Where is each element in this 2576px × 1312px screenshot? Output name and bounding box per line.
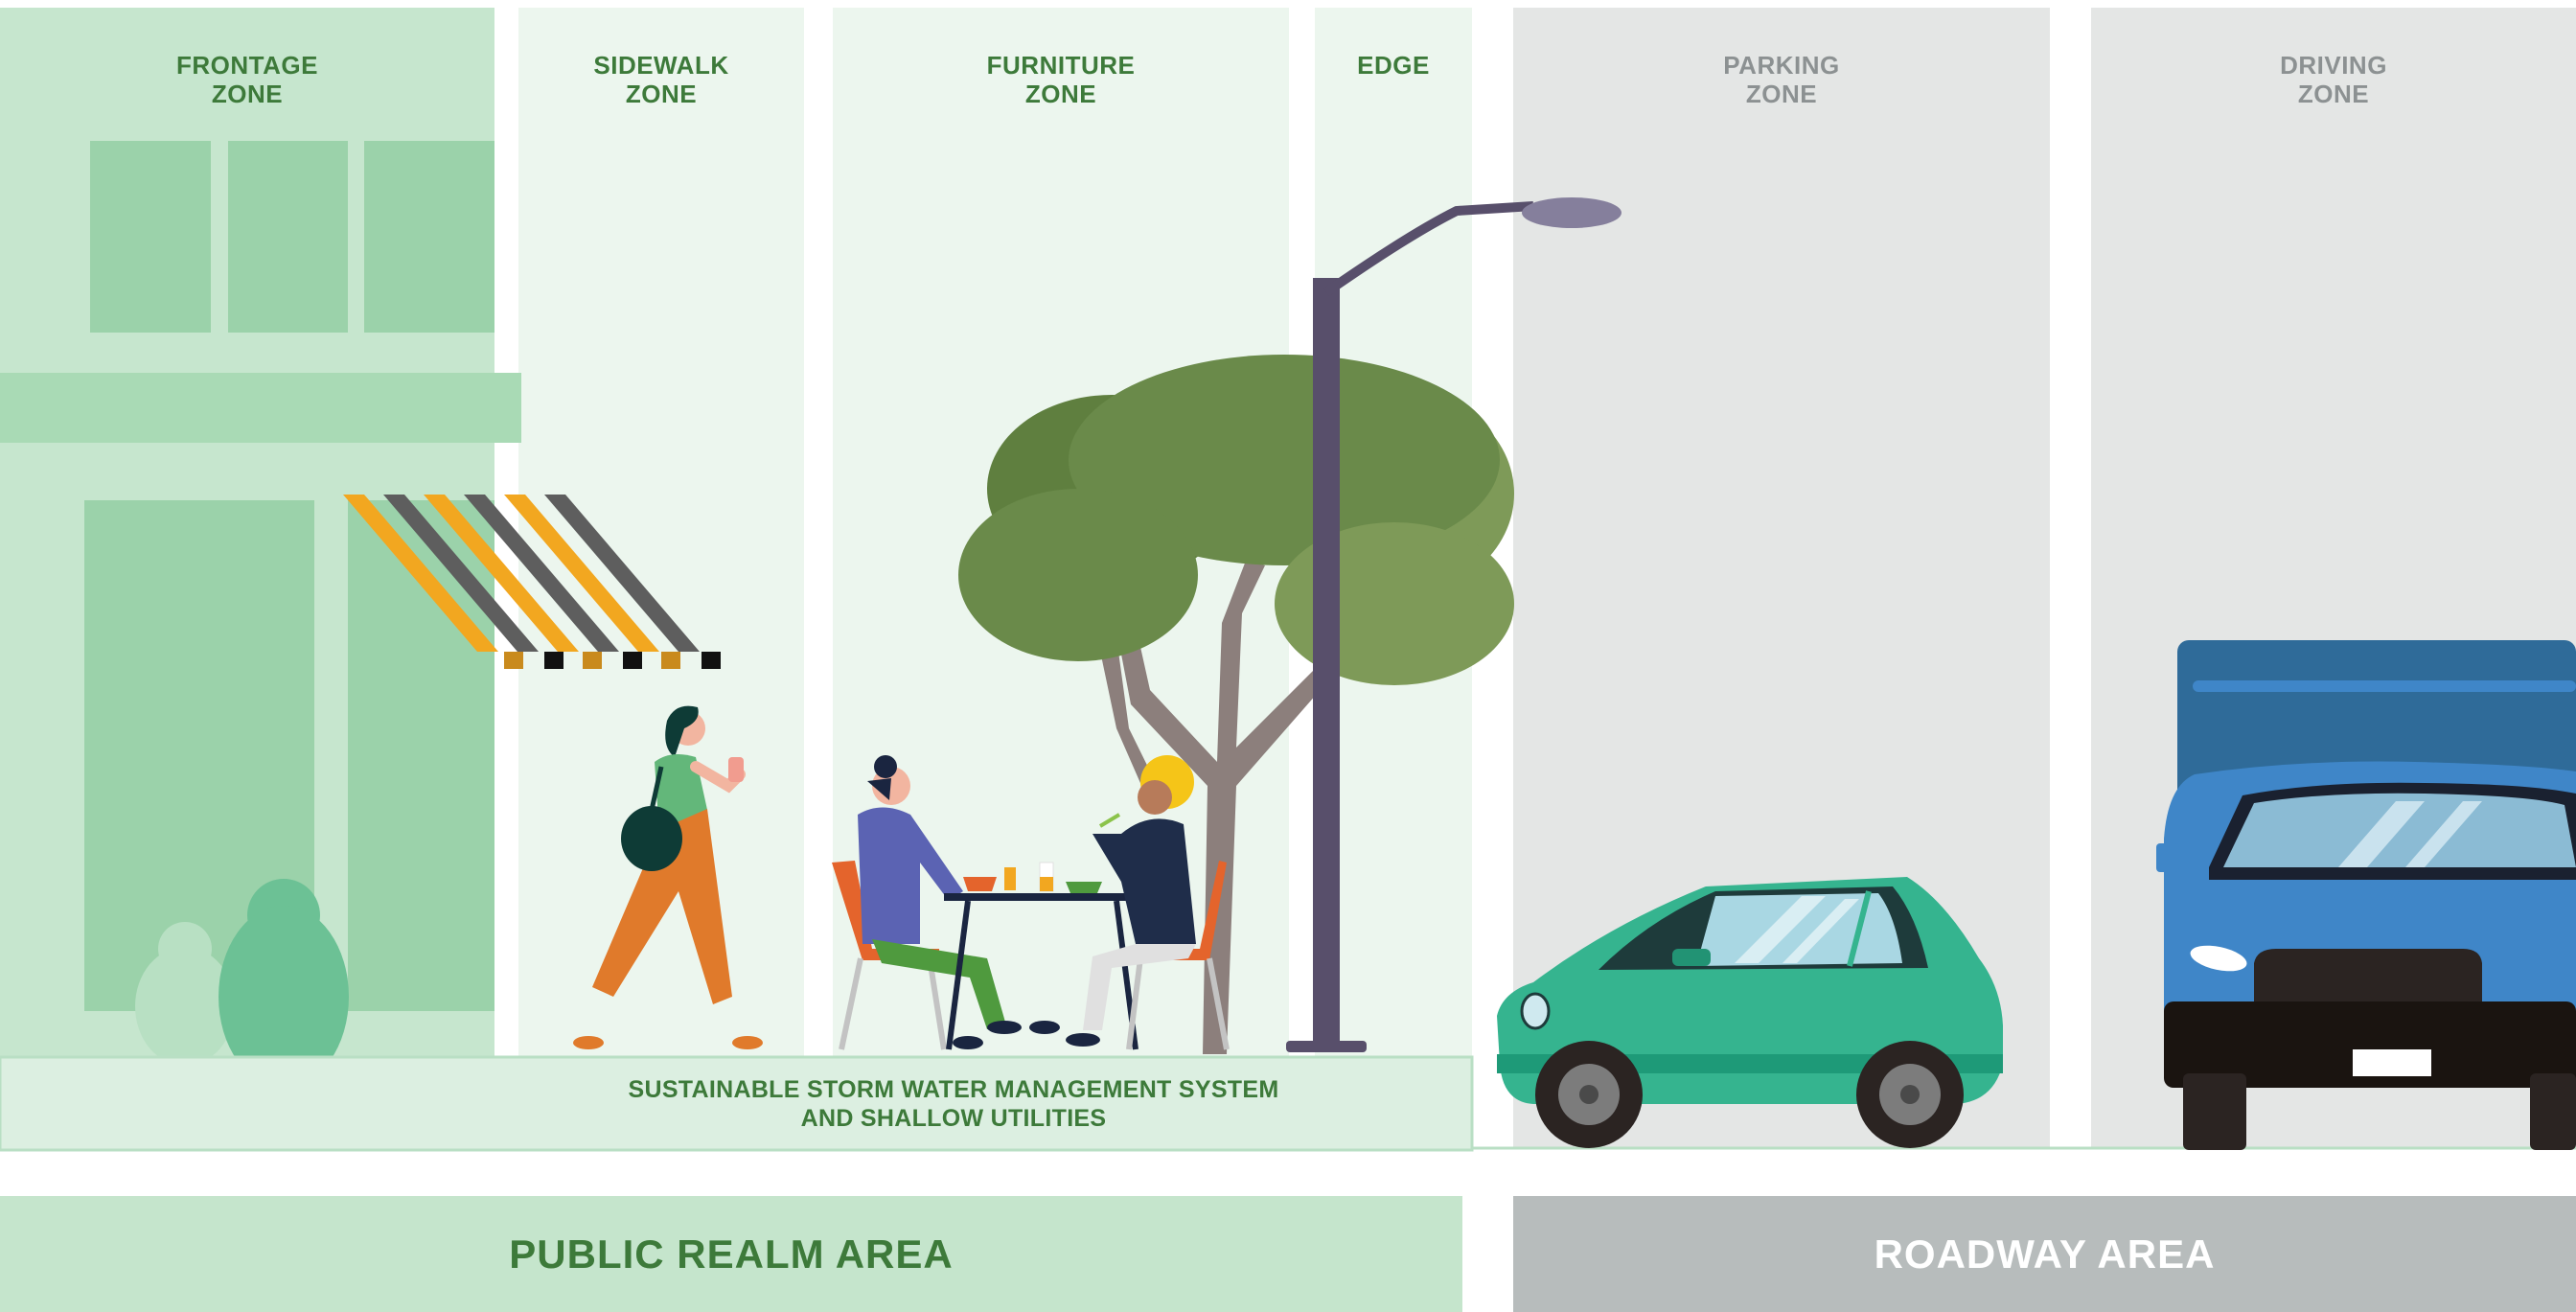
blue-delivery-truck: [2156, 640, 2576, 1150]
walking-woman-figure: [573, 705, 763, 1049]
tree-canopy: [1069, 355, 1500, 565]
roadway-area-label: ROADWAY AREA: [1874, 1231, 2216, 1277]
building-facade: [0, 141, 521, 1011]
cafe-table-scene: [832, 755, 1230, 1050]
storm-water-label: SUSTAINABLE STORM WATER MANAGEMENT SYSTE…: [628, 1076, 1279, 1132]
shrub: [135, 922, 235, 1066]
building-window: [364, 141, 494, 333]
street-lamp-head: [1522, 197, 1622, 228]
striped-awning: [343, 495, 721, 669]
edge-zone-label: EDGE: [1357, 51, 1430, 80]
building-window: [90, 141, 211, 333]
sidewalk-zone-label: SIDEWALK ZONE: [593, 51, 729, 108]
frontage-zone-label: FRONTAGE ZONE: [176, 51, 318, 108]
cafe-table: [944, 893, 1140, 901]
roadway-band: [1513, 1196, 2576, 1312]
storm-water-strip: [0, 1055, 1474, 1152]
tree-canopy: [1275, 522, 1514, 685]
building-window: [228, 141, 348, 333]
public-realm-area-label: PUBLIC REALM AREA: [509, 1231, 954, 1277]
public-realm-band: [0, 1196, 1462, 1312]
furniture-zone-label: FURNITURE ZONE: [986, 51, 1136, 108]
parking-zone-label: PARKING ZONE: [1723, 51, 1840, 108]
tree-canopy: [958, 489, 1198, 661]
shrub: [218, 879, 349, 1088]
building-ledge: [0, 373, 521, 443]
driving-zone-label: DRIVING ZONE: [2280, 51, 2387, 108]
parked-green-car: [1497, 877, 2003, 1148]
street-tree: [958, 355, 1514, 1054]
street-light: [1286, 197, 1622, 1052]
